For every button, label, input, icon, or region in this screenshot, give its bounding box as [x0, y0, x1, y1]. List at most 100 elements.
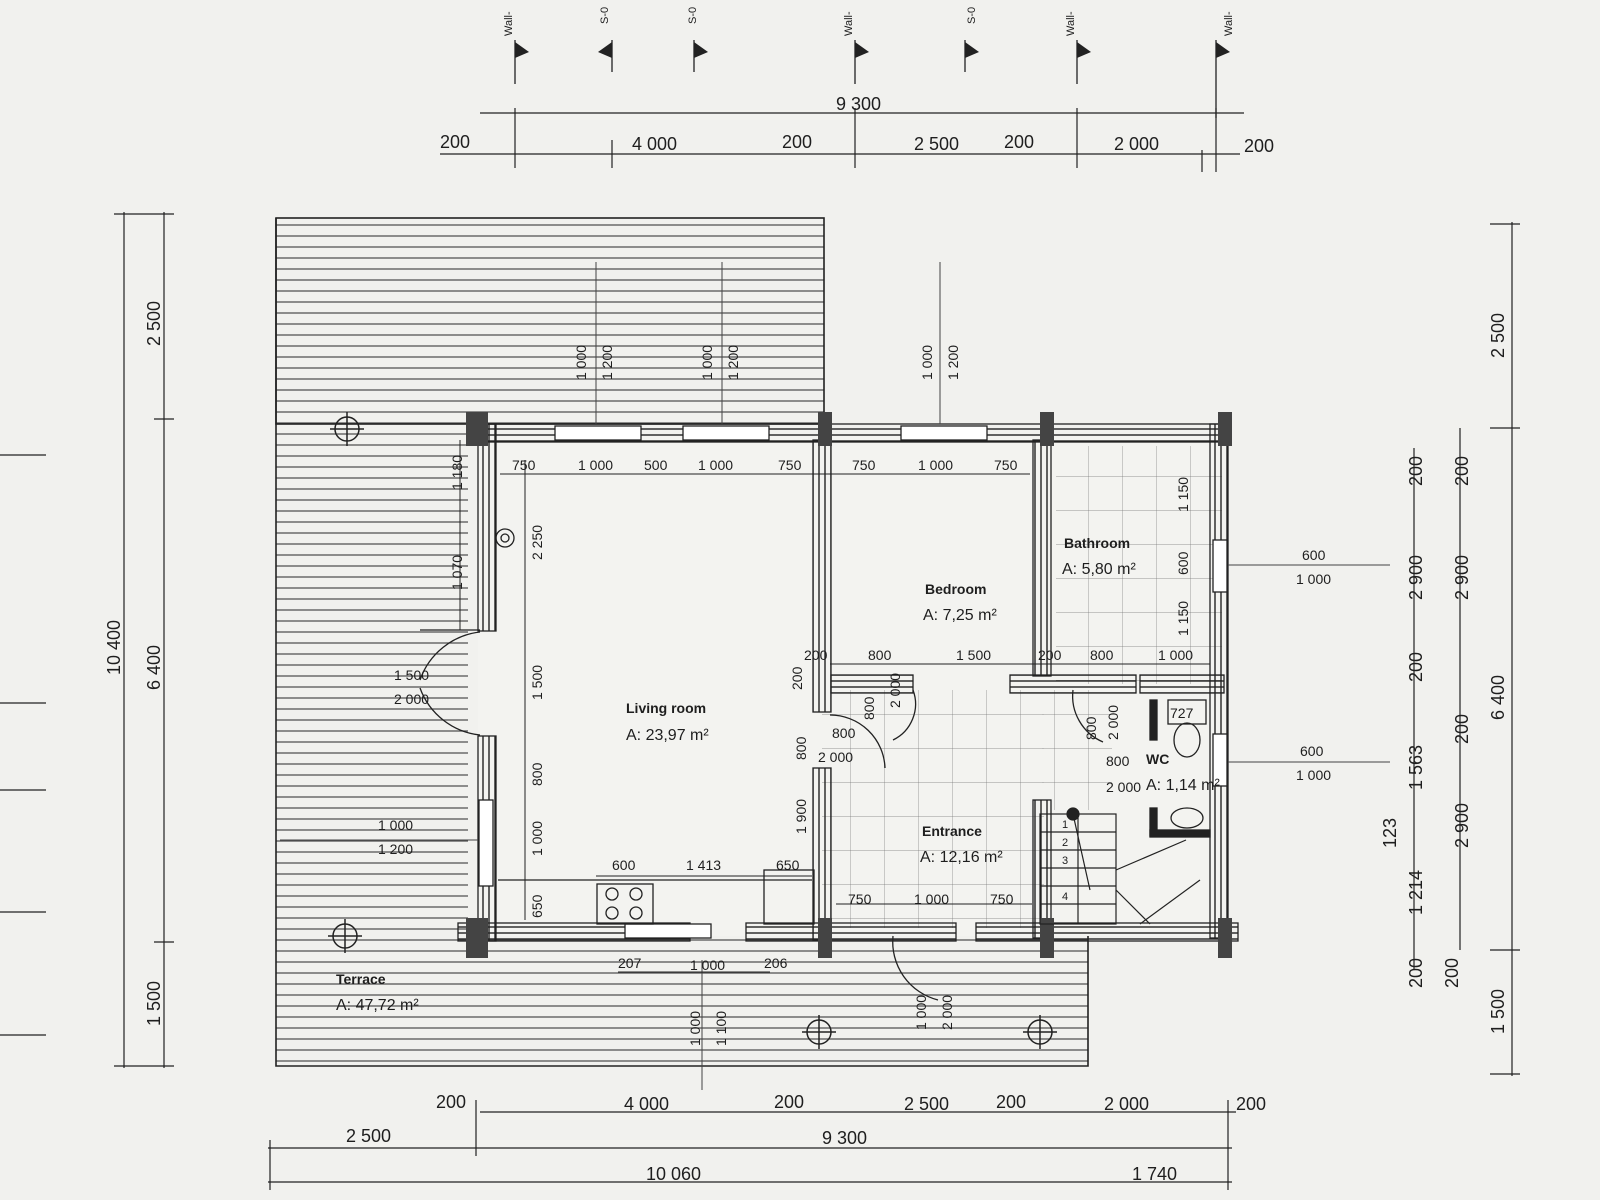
margin-marks: [0, 454, 46, 1036]
dim-top: 200: [1004, 132, 1034, 152]
dim-door: 2 000: [394, 691, 429, 707]
dim-top: 200: [782, 132, 812, 152]
terrace-posts: [328, 412, 1057, 1049]
dim-hall-door: 1 900: [793, 799, 809, 834]
terrace-deck: [275, 217, 1089, 1067]
dim-living-inner: 800: [529, 762, 545, 786]
dim-bottom: 1 740: [1132, 1164, 1177, 1184]
dim-kitchen: 1 413: [686, 857, 721, 873]
dim-left: 2 500: [144, 301, 164, 346]
wall-tag: Wall-: [1223, 11, 1235, 36]
dim-hall: 800: [868, 647, 892, 663]
dim-left: 1 500: [144, 981, 164, 1026]
dim-right-b: 2 900: [1452, 555, 1472, 600]
dim-hall-door: 200: [789, 666, 805, 690]
dim-window: 750: [994, 457, 1018, 473]
staircase: [1039, 807, 1201, 925]
dim-right-a: 200: [1406, 652, 1426, 682]
dim-bottom: 200: [774, 1092, 804, 1112]
dim-window: 1 200: [378, 841, 413, 857]
dim-hall-door: 2 000: [887, 673, 903, 708]
wall-tags: Wall- S-0 S-0 Wall- S-0 Wall- Wall-: [503, 7, 1235, 118]
dim-right-a: 123: [1380, 818, 1400, 848]
dim-hall-door: 800: [861, 696, 877, 720]
dim-right-c: 2 500: [1488, 313, 1508, 358]
dim-window: 750: [512, 457, 536, 473]
section-lines: [280, 262, 1390, 1090]
dim-bath-right: 600: [1175, 551, 1191, 575]
dim-bottom: 200: [1236, 1094, 1266, 1114]
dim-entrance: 750: [848, 891, 872, 907]
dim-hall: 200: [1038, 647, 1062, 663]
dim-bath-window: 1 000: [1296, 571, 1331, 587]
dim-bath-right: 1 150: [1175, 477, 1191, 512]
dim-living-inner: 2 250: [529, 525, 545, 560]
dim-living-bottom: 1 000: [690, 957, 725, 973]
dim-right-b: 200: [1452, 714, 1472, 744]
room-area-bedroom: A: 7,25 m²: [923, 607, 997, 624]
dim-right-a: 1 214: [1406, 870, 1426, 915]
dim-south-window: 1 000: [687, 1011, 703, 1046]
dim-window: 750: [778, 457, 802, 473]
dim-right-c: 1 500: [1488, 989, 1508, 1034]
room-name-entrance: Entrance: [922, 823, 982, 839]
dim-living-inner: 1 500: [529, 665, 545, 700]
dim-window: 1 000: [378, 817, 413, 833]
dim-window: 500: [644, 457, 668, 473]
dim-hall-door: 2 000: [818, 749, 853, 765]
dim-right-b: 200: [1442, 958, 1462, 988]
dim-door: 1 500: [394, 667, 429, 683]
dim-hall: 1 000: [1158, 647, 1193, 663]
wc-fixtures: [1149, 699, 1211, 838]
room-area-entrance: A: 12,16 m²: [920, 849, 1003, 866]
dim-bath-window: 600: [1302, 547, 1326, 563]
wall-tag: S-0: [687, 7, 699, 24]
dim-right-a: 200: [1406, 456, 1426, 486]
wall-tag: S-0: [599, 7, 611, 24]
dim-bottom: 10 060: [646, 1164, 701, 1184]
dim-hall: 800: [1090, 647, 1114, 663]
wall-tag: Wall-: [503, 11, 515, 36]
room-area-wc: A: 1,14 m²: [1146, 777, 1220, 794]
wall-tag: Wall-: [1065, 11, 1077, 36]
walls: [457, 412, 1239, 958]
interior-dimensions: 750 1 000 500 1 000 750 750 1 000 750 20…: [378, 345, 1331, 1046]
dim-bottom: 2 000: [1104, 1094, 1149, 1114]
stair-step: 3: [1062, 855, 1068, 867]
windows: [478, 425, 1228, 939]
dim-hall-door: 800: [793, 736, 809, 760]
room-labels: Living room A: 23,97 m² Bedroom A: 7,25 …: [336, 535, 1220, 1014]
dim-wc-door: 2 000: [1105, 705, 1121, 740]
dim-left: 6 400: [144, 645, 164, 690]
dim-window: 750: [852, 457, 876, 473]
dim-entrance: 750: [990, 891, 1014, 907]
doors: [419, 629, 1104, 1001]
room-name-bedroom: Bedroom: [925, 581, 986, 597]
dim-top: 2 000: [1114, 134, 1159, 154]
wall-tag: Wall-: [843, 11, 855, 36]
dim-window: 1 000: [918, 457, 953, 473]
dim-entry-door: 2 000: [939, 995, 955, 1030]
dim-window-height: 1 200: [945, 345, 961, 380]
dim-bottom: 2 500: [904, 1094, 949, 1114]
dim-bottom: 4 000: [624, 1094, 669, 1114]
dim-bath-right: 1 150: [1175, 601, 1191, 636]
dim-left-total: 10 400: [104, 620, 124, 675]
dim-right-c: 6 400: [1488, 675, 1508, 720]
dim-bottom: 200: [436, 1092, 466, 1112]
dim-window-height: 1 000: [919, 345, 935, 380]
dim-bottom: 9 300: [822, 1128, 867, 1148]
dim-wc-window: 600: [1300, 743, 1324, 759]
dim-wc-door: 800: [1083, 716, 1099, 740]
dim-right-b: 200: [1452, 456, 1472, 486]
dim-right-a: 200: [1406, 958, 1426, 988]
kitchen-counter: [495, 528, 815, 925]
dim-window: 1 000: [698, 457, 733, 473]
dim-living-inner: 1 000: [529, 821, 545, 856]
dim-right-b: 2 900: [1452, 803, 1472, 848]
dim-bottom: 200: [996, 1092, 1026, 1112]
dim-right-a: 1 563: [1406, 745, 1426, 790]
wall-tag: S-0: [966, 7, 978, 24]
dim-window: 1 000: [578, 457, 613, 473]
